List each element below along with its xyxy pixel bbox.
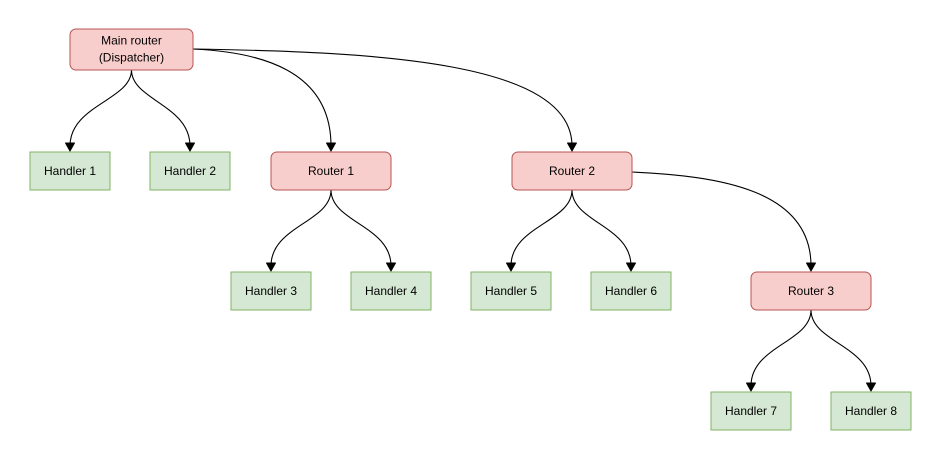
node-router-3-box[interactable] bbox=[750, 271, 872, 311]
node-handler-8-box[interactable] bbox=[830, 391, 912, 431]
edge-router-1-to-handler-3 bbox=[266, 189, 332, 272]
node-handler-3-box[interactable] bbox=[230, 271, 312, 311]
edge-router-2-to-handler-5-arrowhead-icon bbox=[506, 262, 516, 272]
node-main-router[interactable]: Main router(Dispatcher) bbox=[69, 28, 194, 71]
edge-main-to-handler-2-arrowhead-icon bbox=[185, 142, 195, 152]
node-router-3[interactable]: Router 3 bbox=[750, 271, 872, 311]
node-handler-6-box[interactable] bbox=[590, 271, 672, 311]
edge-router-3-to-handler-8-line bbox=[810, 309, 872, 387]
node-handler-6[interactable]: Handler 6 bbox=[590, 271, 672, 311]
node-handler-8[interactable]: Handler 8 bbox=[830, 391, 912, 431]
edge-router-1-to-handler-3-line bbox=[270, 189, 332, 267]
node-router-2[interactable]: Router 2 bbox=[511, 151, 633, 191]
nodes-layer: Main router(Dispatcher) Handler 1 Handler … bbox=[29, 28, 912, 431]
edge-router-3-to-handler-8-arrowhead-icon bbox=[866, 382, 876, 392]
edge-main-to-router-2 bbox=[192, 48, 577, 152]
edge-main-to-handler-2 bbox=[130, 69, 195, 152]
edge-router-2-to-handler-6 bbox=[571, 189, 636, 272]
node-handler-7-box[interactable] bbox=[710, 391, 792, 431]
edge-main-to-handler-2-line bbox=[130, 69, 191, 147]
edge-router-2-to-router-3 bbox=[631, 171, 816, 272]
edge-main-to-router-2-arrowhead-icon bbox=[567, 142, 577, 152]
edge-router-1-to-handler-3-arrowhead-icon bbox=[266, 262, 276, 272]
edge-router-3-to-handler-7 bbox=[746, 309, 812, 392]
node-router-2-box[interactable] bbox=[511, 151, 633, 191]
edge-main-to-handler-1-arrowhead-icon bbox=[65, 142, 75, 152]
node-handler-2-box[interactable] bbox=[149, 151, 231, 191]
edge-router-3-to-handler-7-line bbox=[750, 309, 812, 387]
edge-router-2-to-router-3-arrowhead-icon bbox=[806, 262, 816, 272]
edge-router-2-to-handler-6-arrowhead-icon bbox=[626, 262, 636, 272]
node-handler-1[interactable]: Handler 1 bbox=[29, 151, 111, 191]
edge-router-2-to-router-3-line bbox=[631, 171, 812, 267]
edge-main-to-handler-1 bbox=[65, 69, 133, 152]
node-handler-7[interactable]: Handler 7 bbox=[710, 391, 792, 431]
node-router-1[interactable]: Router 1 bbox=[270, 151, 392, 191]
edge-router-2-to-handler-6-line bbox=[571, 189, 632, 267]
edge-main-to-router-1-line bbox=[192, 48, 332, 147]
node-handler-4-box[interactable] bbox=[350, 271, 432, 311]
node-handler-1-box[interactable] bbox=[29, 151, 111, 191]
node-main-router-box[interactable] bbox=[69, 28, 194, 71]
edge-router-2-to-handler-5-line bbox=[510, 189, 573, 267]
edge-router-3-to-handler-8 bbox=[810, 309, 876, 392]
edge-main-to-handler-1-line bbox=[69, 69, 133, 147]
edge-main-to-router-2-line bbox=[192, 48, 573, 147]
edge-router-1-to-handler-4-line bbox=[330, 189, 392, 267]
edges-layer bbox=[65, 48, 876, 392]
node-handler-3[interactable]: Handler 3 bbox=[230, 271, 312, 311]
node-handler-2[interactable]: Handler 2 bbox=[149, 151, 231, 191]
edge-router-2-to-handler-5 bbox=[506, 189, 573, 272]
edge-router-3-to-handler-7-arrowhead-icon bbox=[746, 382, 756, 392]
node-handler-4[interactable]: Handler 4 bbox=[350, 271, 432, 311]
edge-router-1-to-handler-4-arrowhead-icon bbox=[386, 262, 396, 272]
edge-main-to-router-1-arrowhead-icon bbox=[326, 142, 336, 152]
node-handler-5[interactable]: Handler 5 bbox=[470, 271, 552, 311]
edge-main-to-router-1 bbox=[192, 48, 336, 152]
node-handler-5-box[interactable] bbox=[470, 271, 552, 311]
edge-router-1-to-handler-4 bbox=[330, 189, 396, 272]
node-router-1-box[interactable] bbox=[270, 151, 392, 191]
